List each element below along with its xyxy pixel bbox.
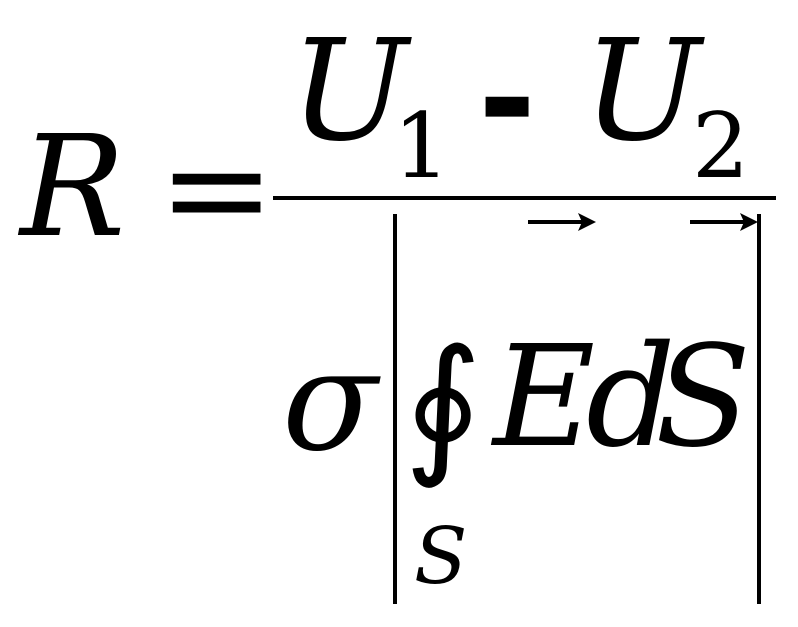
absolute-value-right-bar <box>757 214 761 604</box>
vector-arrow-e-icon <box>528 213 596 231</box>
equals-sign: = <box>158 108 276 271</box>
absolute-value-left-bar <box>393 214 397 604</box>
numerator-u2: U <box>583 10 701 173</box>
numerator-subscript-2: 2 <box>692 94 750 199</box>
vector-arrow-ds-icon <box>690 213 758 231</box>
numerator-subscript-1: 1 <box>393 94 451 199</box>
fraction-bar <box>273 196 776 200</box>
denominator-e: E <box>493 316 596 479</box>
numerator-u1: U <box>290 10 408 173</box>
denominator-s: S <box>655 316 751 479</box>
denominator-d: d <box>586 316 676 479</box>
integral-lower-limit-s: S <box>414 512 468 602</box>
minus-sign: - <box>478 18 537 181</box>
lhs-symbol-r: R <box>20 106 126 269</box>
denominator-sigma: σ <box>282 320 378 483</box>
contour-integral-sign: ∮ <box>404 318 483 492</box>
